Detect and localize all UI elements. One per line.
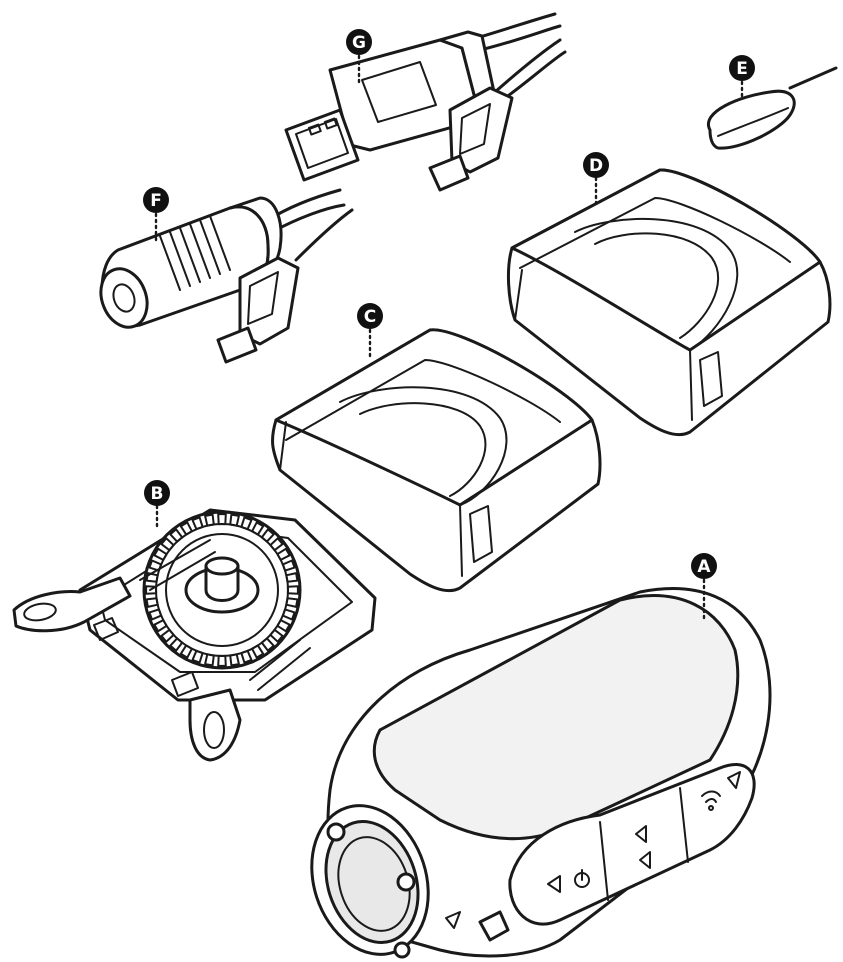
gear-tooth — [217, 654, 227, 667]
up-down-arrows-icon — [635, 825, 651, 869]
gear-tooth — [276, 619, 291, 633]
callout-d-label: D — [589, 156, 603, 176]
gear-tooth — [160, 537, 175, 552]
gear-teeth — [145, 513, 299, 667]
callout-a-circle — [691, 553, 717, 579]
gear-tooth — [153, 547, 168, 561]
callout-e-circle — [729, 55, 755, 81]
gear-tooth — [260, 637, 275, 652]
callout-c: C — [357, 303, 383, 329]
gear-tooth — [269, 628, 284, 643]
gear-tooth — [191, 516, 204, 531]
gear-tooth — [169, 528, 184, 543]
mount-adapter-c — [271, 328, 602, 593]
gear-tooth — [204, 513, 215, 527]
mount-adapter-d — [506, 168, 832, 437]
callout-f-circle — [143, 187, 169, 213]
gear-tooth — [229, 513, 240, 527]
gear-tooth — [260, 528, 275, 543]
callout-g-circle — [346, 29, 372, 55]
gear-tooth — [145, 585, 158, 595]
callout-badges: A B C D E F G — [143, 29, 755, 579]
callout-g: G — [346, 29, 372, 55]
callout-b: B — [144, 480, 170, 506]
power-icon — [574, 869, 590, 888]
callout-e-label: E — [736, 59, 748, 79]
gear-tooth — [251, 644, 265, 659]
gear-tooth — [153, 619, 168, 633]
callout-a-label: A — [697, 557, 711, 577]
gear-tooth — [285, 572, 299, 583]
callout-leaders — [154, 54, 744, 624]
mount-base — [12, 508, 377, 762]
gear-tooth — [145, 597, 159, 608]
gear-tooth — [269, 537, 284, 552]
gear-tooth — [281, 559, 296, 572]
gear-tooth — [179, 521, 193, 536]
gear-tooth — [217, 513, 227, 526]
callout-c-label: C — [364, 307, 376, 327]
callout-g-label: G — [352, 33, 366, 53]
gear-tooth — [286, 585, 299, 595]
gear-tooth — [145, 572, 159, 583]
gear-tooth — [148, 559, 163, 572]
gear-tooth — [240, 516, 253, 531]
wireless-icon — [701, 790, 721, 811]
callout-d: D — [583, 152, 609, 178]
callout-b-circle — [144, 480, 170, 506]
gear-tooth — [240, 649, 253, 664]
gear-tooth — [204, 653, 215, 667]
gear-tooth — [251, 521, 265, 536]
right-arrow-icon — [727, 771, 741, 789]
usb-cable — [284, 12, 567, 192]
camera-body — [310, 587, 772, 959]
gear-tooth — [179, 644, 193, 659]
callout-a: A — [691, 553, 717, 579]
gear-tooth — [276, 547, 291, 561]
gear-tooth — [160, 628, 175, 643]
callout-e: E — [729, 55, 755, 81]
callout-b-label: B — [151, 484, 164, 504]
gear-tooth — [281, 608, 296, 621]
left-arrow-icon — [547, 875, 561, 893]
audio-adapter-cable — [99, 188, 354, 364]
callout-d-circle — [583, 152, 609, 178]
gear-tooth — [285, 597, 299, 608]
callout-f: F — [143, 187, 169, 213]
gear-tooth — [169, 637, 184, 652]
gear-tooth — [148, 608, 163, 621]
gear-tooth — [191, 649, 204, 664]
callout-c-circle — [357, 303, 383, 329]
callout-f-label: F — [150, 191, 162, 211]
pin-tool — [706, 66, 838, 150]
gear-tooth — [229, 653, 240, 667]
